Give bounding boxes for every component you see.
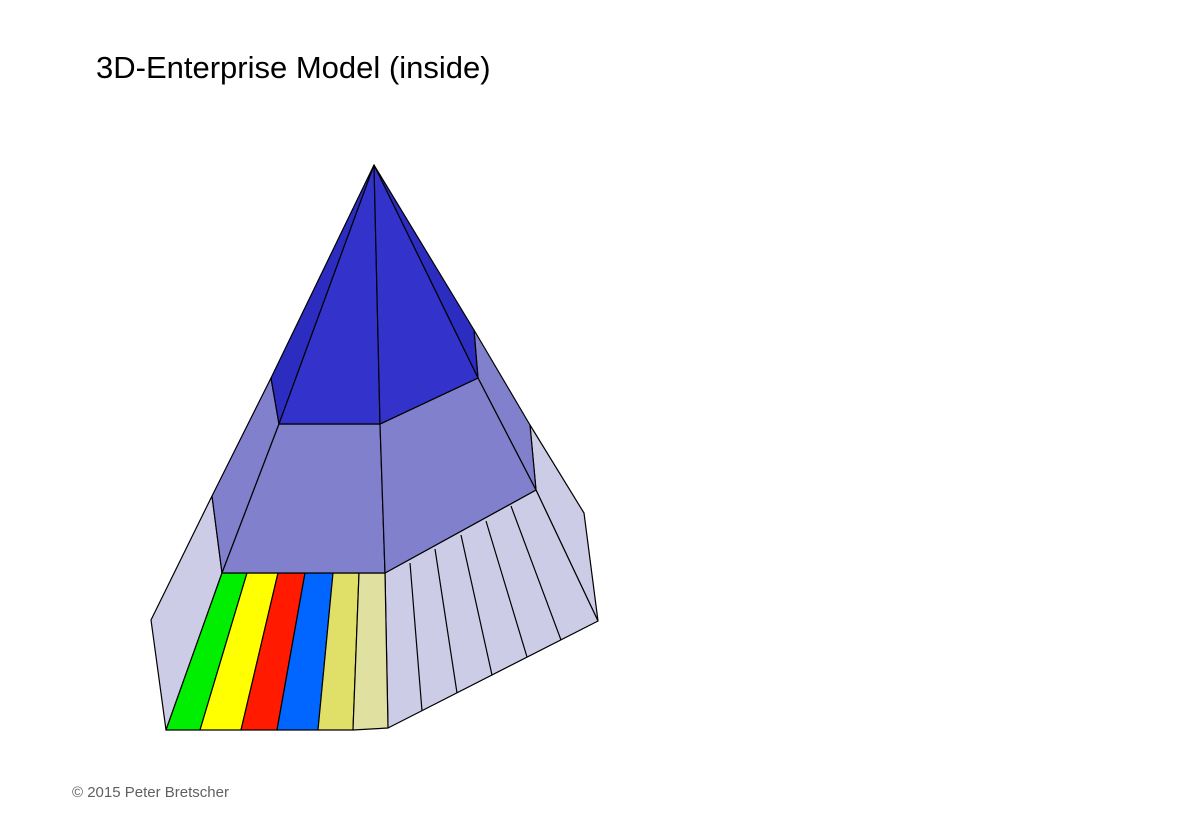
base-floor-dividers <box>409 505 562 712</box>
base-divider <box>510 505 562 641</box>
copyright-notice: © 2015 Peter Bretscher <box>72 784 229 801</box>
apex-tier <box>270 164 479 425</box>
apex-facet-left <box>278 164 381 425</box>
band-khaki <box>352 572 389 731</box>
base-tier <box>150 424 599 731</box>
base-divider <box>485 520 528 658</box>
base-divider <box>460 534 493 676</box>
apex-facet-right <box>373 164 479 425</box>
colored-bands <box>165 572 389 731</box>
middle-tier <box>211 329 537 574</box>
base-divider <box>409 562 423 712</box>
base-divider <box>434 548 458 694</box>
page-title: 3D-Enterprise Model (inside) <box>96 50 491 85</box>
